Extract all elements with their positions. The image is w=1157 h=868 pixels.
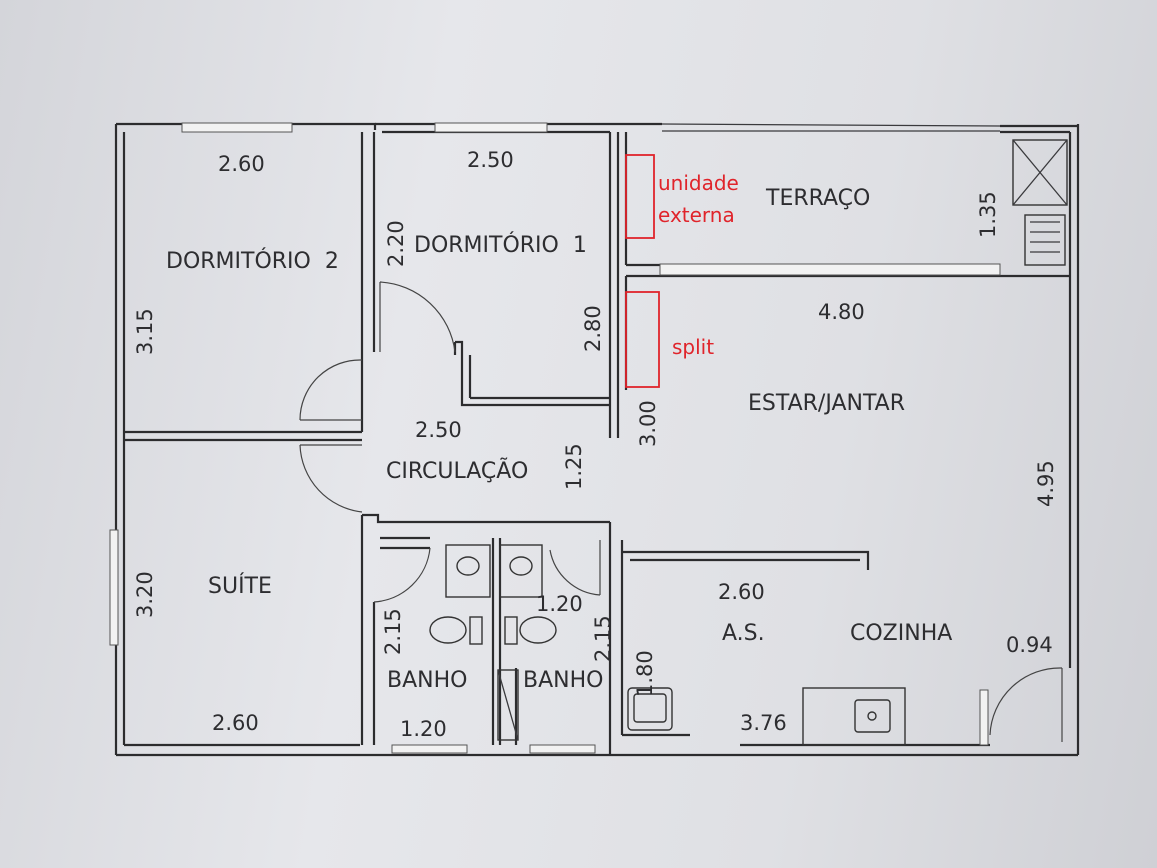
room-circulacao: CIRCULAÇÃO — [386, 457, 528, 484]
dim-d2-height: 3.15 — [133, 308, 157, 355]
door-entrance-swing — [989, 667, 1063, 736]
fixtures — [429, 139, 1068, 746]
door-dorm2-swing — [299, 359, 363, 421]
kitchen-counter — [802, 687, 906, 746]
dim-door-width: 0.94 — [1006, 633, 1053, 657]
tanque — [627, 687, 673, 731]
shaft-box — [1012, 139, 1068, 206]
split-box — [625, 291, 660, 388]
externa-label: externa — [658, 203, 735, 227]
window-dorm1 — [434, 122, 548, 133]
vent-grille — [1024, 214, 1066, 266]
room-dormitorio-1: DORMITÓRIO 1 — [414, 232, 587, 258]
window-dorm2 — [181, 122, 293, 133]
door-dorm1-swing — [379, 281, 456, 353]
windows — [109, 122, 1001, 754]
dim-banho2-height: 2.15 — [591, 615, 615, 662]
outer-walls — [114, 122, 1080, 757]
dim-banho1-height: 2.15 — [381, 608, 405, 655]
dim-cozinha-width: 2.60 — [718, 580, 765, 604]
dim-suite-height: 3.20 — [133, 571, 157, 618]
room-banho-1: BANHO — [387, 668, 467, 693]
window-suite — [109, 529, 119, 646]
window-banho1 — [391, 744, 468, 754]
dim-as-height: 1.80 — [633, 650, 657, 697]
dim-estar-height: 4.95 — [1034, 460, 1058, 507]
window-terraco-estar — [659, 263, 1001, 276]
door-banho1-swing — [373, 547, 431, 603]
dim-d2-width: 2.60 — [218, 152, 265, 176]
dim-terraco-height: 1.35 — [976, 191, 1000, 238]
dim-suite-width: 2.60 — [212, 711, 259, 735]
dim-d1-width: 2.50 — [467, 148, 514, 172]
sink-banho1 — [445, 544, 491, 598]
doors — [299, 281, 1063, 746]
split-label: split — [672, 335, 714, 359]
dim-circ-height: 1.25 — [562, 443, 586, 490]
shaft-banho — [497, 669, 519, 741]
room-banho-2: BANHO — [523, 668, 603, 693]
room-terraco: TERRAÇO — [765, 186, 870, 211]
dimension-labels: 2.60 3.15 2.50 2.20 2.80 1.35 4.80 4.95 … — [133, 148, 1058, 741]
toilet-banho2 — [519, 616, 557, 644]
door-suite-swing — [299, 444, 363, 513]
door-banho2-swing — [549, 549, 601, 596]
dim-d1-left: 2.20 — [384, 220, 408, 267]
room-suite: SUÍTE — [208, 573, 272, 599]
unidade-label: unidade — [658, 171, 739, 195]
room-as: A.S. — [722, 621, 765, 646]
annotations: unidade externa split — [625, 154, 739, 388]
window-banho2 — [529, 744, 596, 754]
dim-banho2-width: 1.20 — [536, 592, 583, 616]
toilet-banho1 — [429, 616, 467, 644]
dim-estar-left: 3.00 — [636, 400, 660, 447]
room-labels: DORMITÓRIO 2 DORMITÓRIO 1 TERRAÇO ESTAR/… — [166, 186, 952, 693]
room-cozinha: COZINHA — [850, 621, 952, 646]
dim-estar-width: 4.80 — [818, 300, 865, 324]
sink-banho2 — [499, 544, 543, 598]
dim-cozinha-length: 3.76 — [740, 711, 787, 735]
room-estar-jantar: ESTAR/JANTAR — [748, 391, 905, 416]
dim-circ-width: 2.50 — [415, 418, 462, 442]
room-dormitorio-2: DORMITÓRIO 2 — [166, 248, 339, 274]
dim-banho1-width: 1.20 — [400, 717, 447, 741]
unidade-externa-box — [625, 154, 655, 239]
dim-d1-right: 2.80 — [581, 305, 605, 352]
